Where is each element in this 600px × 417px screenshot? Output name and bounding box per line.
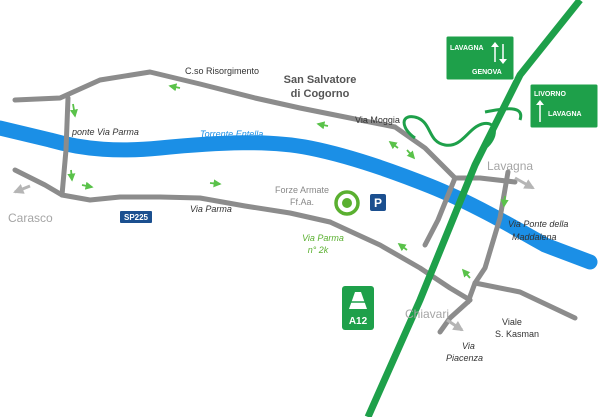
label-via-piacenza-2: Piacenza	[446, 353, 483, 363]
parking-badge: P	[370, 194, 386, 211]
arrow-corso-1	[168, 83, 181, 92]
label-via-moggia: Via Moggia	[355, 115, 400, 125]
label-chiavari: Chiavari	[405, 307, 449, 321]
arrow-via-parma-2	[209, 179, 222, 188]
road-to-lavagna	[452, 175, 518, 185]
arrow-to-lavagna	[514, 176, 535, 190]
road-interchange-loop	[422, 175, 458, 248]
svg-text:GENOVA: GENOVA	[472, 69, 502, 76]
label-di-cogorno: di Cogorno	[291, 88, 350, 100]
svg-text:A12: A12	[349, 316, 368, 327]
label-torrente-entella: Torrente Entella	[200, 129, 263, 139]
direction-arrows	[67, 83, 509, 279]
river-entella	[0, 120, 598, 270]
road-corso-risorgimento	[12, 69, 458, 181]
label-viale-kasman-1: Viale	[502, 317, 522, 327]
sign-livorno-lavagna: LIVORNO LAVAGNA	[529, 83, 599, 129]
arrow-ponte-2	[67, 169, 76, 182]
motorway-icon	[349, 292, 367, 309]
arrow-moggia-2	[406, 149, 416, 160]
road-via-piacenza	[437, 297, 473, 335]
label-viale-kasman-2: S. Kasman	[495, 329, 539, 339]
road-via-parma	[12, 167, 333, 225]
town-arrows	[13, 176, 535, 332]
sp225-badge: SP225	[120, 211, 152, 223]
svg-text:P: P	[374, 196, 382, 210]
arrow-via-parma-1	[81, 181, 94, 190]
arrow-chiavari-1	[397, 243, 408, 252]
label-via-parma: Via Parma	[190, 204, 232, 214]
arrow-junction-1	[461, 268, 471, 279]
label-via-piacenza-1: Via	[462, 341, 475, 351]
label-ponte-via-parma: ponte Via Parma	[71, 127, 139, 137]
arrow-to-chiavari	[446, 318, 464, 332]
arrow-to-carasco	[13, 184, 31, 194]
svg-text:SP225: SP225	[124, 213, 149, 222]
label-via-ponte-maddalena-2: Maddalena	[512, 232, 557, 242]
svg-text:LIVORNO: LIVORNO	[534, 91, 566, 98]
label-dest-address-2: n° 2k	[308, 245, 329, 255]
highway-a12	[364, 0, 583, 417]
sign-lavagna-genova: LAVAGNA GENOVA	[445, 35, 515, 81]
label-corso-risorgimento: C.so Risorgimento	[185, 66, 259, 76]
label-forze-armate: Forze Armate	[275, 185, 329, 195]
a12-badge: A12	[342, 286, 374, 330]
label-lavagna: Lavagna	[487, 159, 533, 173]
arrow-maddalena-1	[500, 195, 509, 208]
destination-marker[interactable]	[334, 190, 360, 216]
arrow-moggia-1	[388, 141, 399, 150]
road-viale-kasman	[472, 280, 578, 321]
svg-text:LAVAGNA: LAVAGNA	[548, 111, 582, 118]
label-dest-address-1: Via Parma	[302, 233, 344, 243]
label-ffaa: Ff.Aa.	[290, 197, 314, 207]
svg-text:LAVAGNA: LAVAGNA	[450, 45, 484, 52]
arrow-corso-2	[316, 121, 329, 130]
label-carasco: Carasco	[8, 211, 53, 225]
road-ponte-via-parma	[59, 95, 71, 198]
road-to-chiavari	[327, 219, 473, 303]
label-via-ponte-maddalena-1: Via Ponte della	[508, 219, 568, 229]
arrow-ponte-1	[69, 103, 78, 118]
label-san-salvatore: San Salvatore	[284, 74, 357, 86]
